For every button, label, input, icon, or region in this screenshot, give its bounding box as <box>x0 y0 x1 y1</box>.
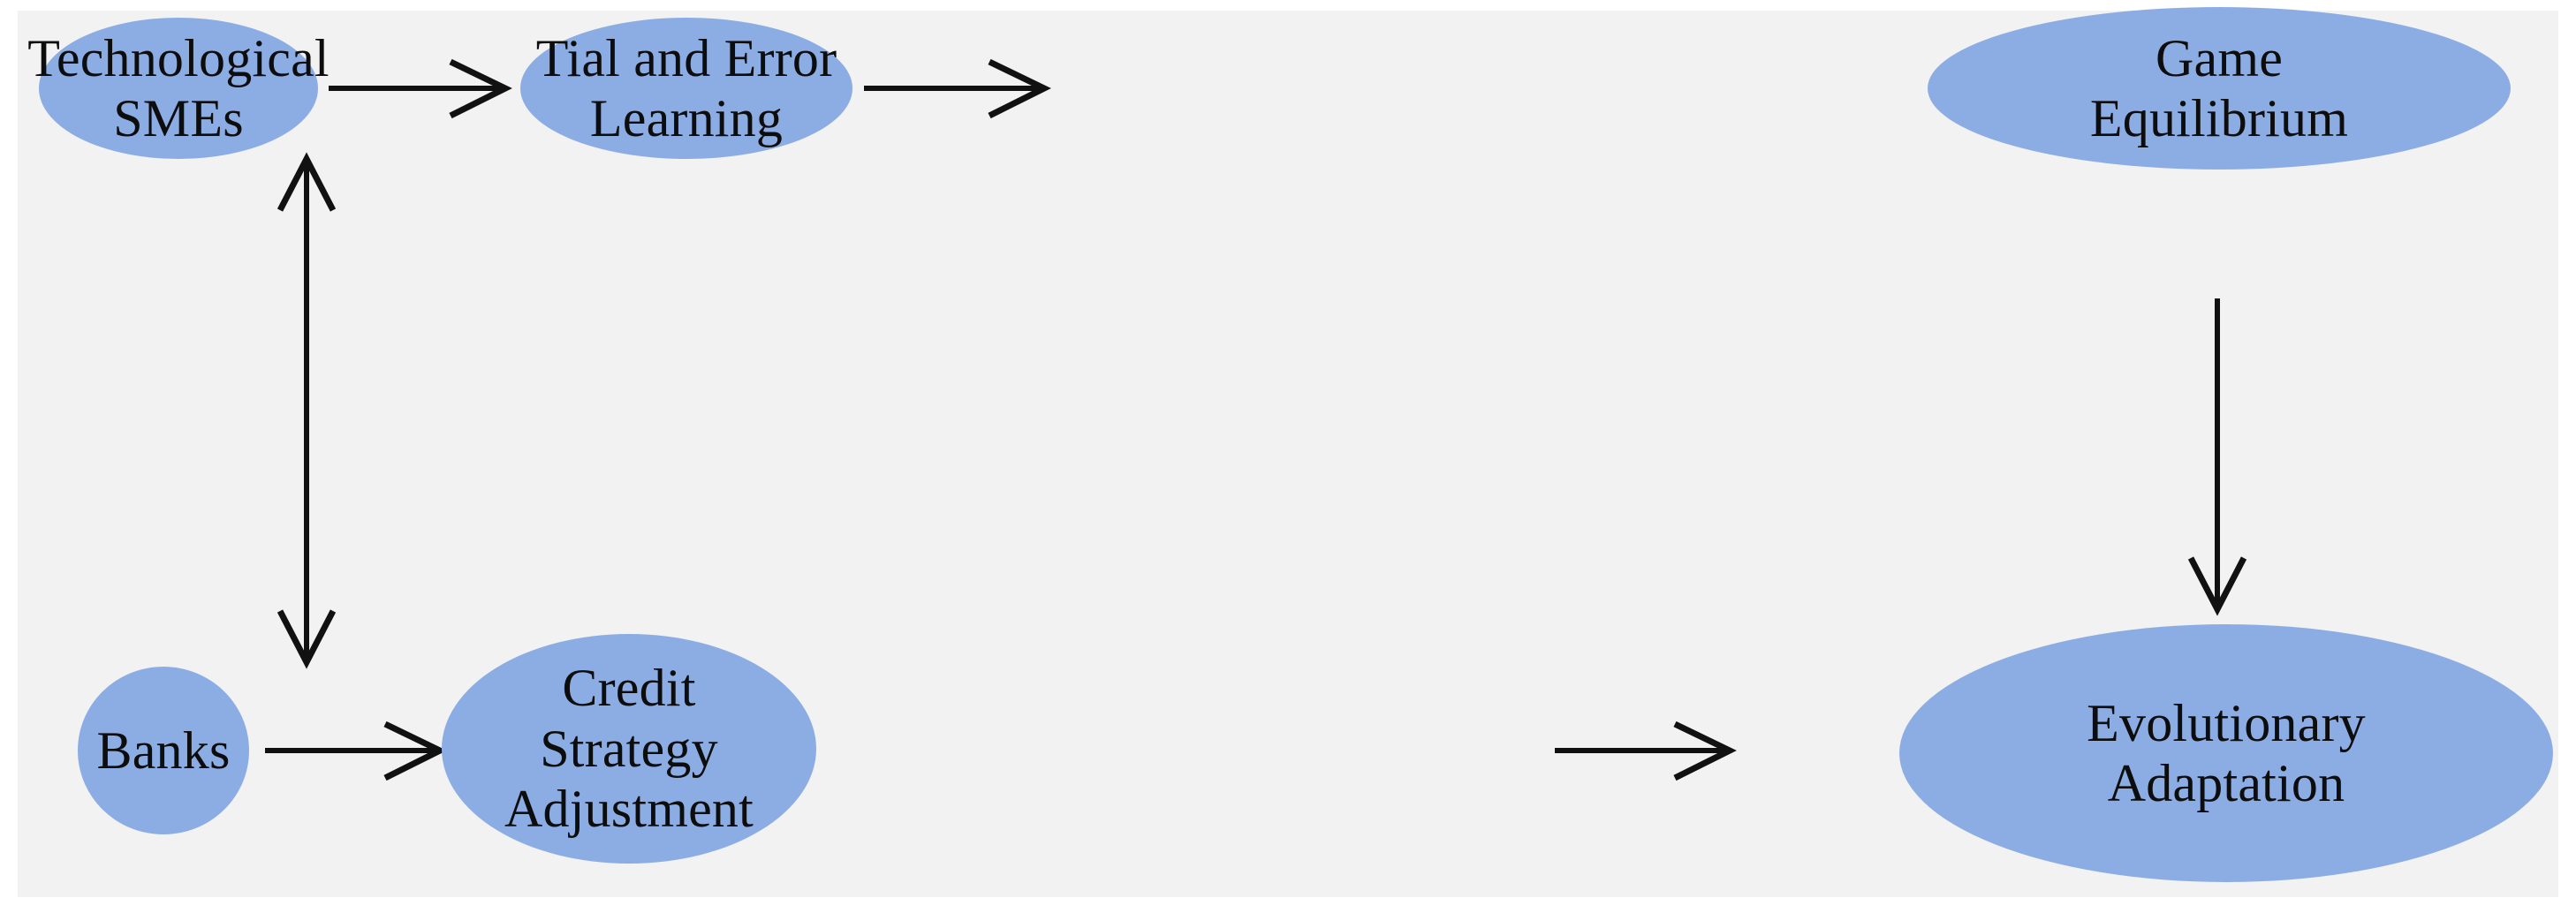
edge-smes-to-learning <box>329 58 512 119</box>
edge-credit-to-adaptation <box>1555 721 1737 781</box>
node-game-equilibrium[interactable]: Game Equilibrium <box>1928 7 2511 170</box>
node-label: Tial and Error Learning <box>535 28 837 147</box>
arrowhead-right-icon <box>1673 721 1737 781</box>
arrowhead-up-icon <box>277 152 337 212</box>
arrowhead-down-icon <box>277 609 337 669</box>
node-label: Technological SMEs <box>27 28 330 147</box>
node-technological-smes[interactable]: Technological SMEs <box>27 18 330 159</box>
node-label: Credit Strategy Adjustment <box>504 659 754 839</box>
edge-banks-to-credit <box>265 721 447 781</box>
node-trial-and-error-learning[interactable]: Tial and Error Learning <box>520 18 852 159</box>
node-label: Game Equilibrium <box>2089 28 2349 147</box>
node-label: Evolutionary Adaptation <box>2087 693 2366 812</box>
arrowhead-right-icon <box>383 721 447 781</box>
node-credit-strategy-adjustment[interactable]: Credit Strategy Adjustment <box>442 634 816 864</box>
edge-equilibrium-to-adaptation <box>2187 298 2247 616</box>
arrowhead-right-icon <box>988 58 1051 119</box>
node-label: Banks <box>96 721 231 780</box>
arrowhead-down-icon <box>2187 556 2247 616</box>
node-banks[interactable]: Banks <box>78 667 249 834</box>
node-evolutionary-adaptation[interactable]: Evolutionary Adaptation <box>1899 624 2553 882</box>
edge-learning-to-equilibrium <box>864 58 1051 119</box>
edge-smes-banks-bidirectional <box>277 152 337 669</box>
arrowhead-right-icon <box>449 58 512 119</box>
